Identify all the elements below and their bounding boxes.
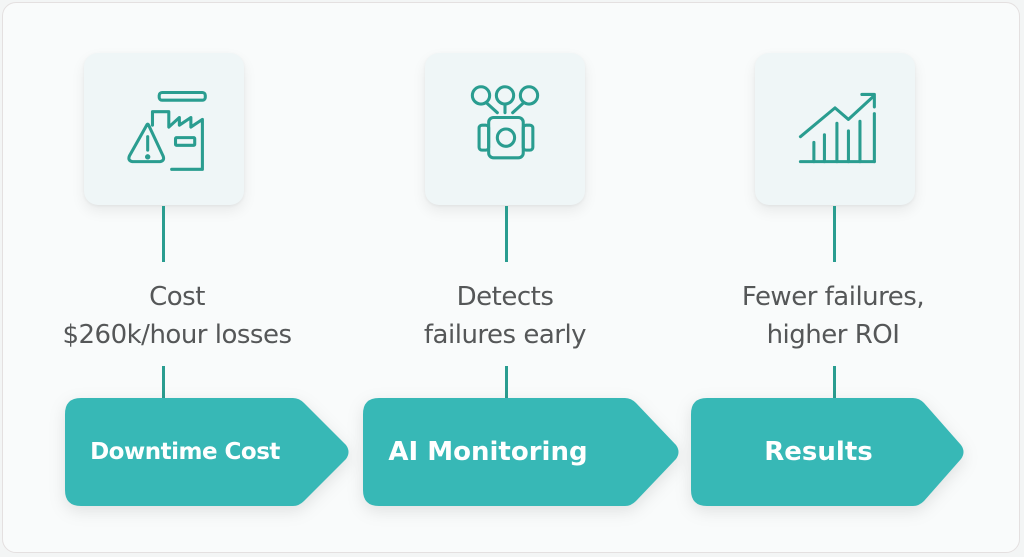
growth-chart-icon	[798, 92, 876, 164]
step-2-connector-bottom	[505, 366, 508, 399]
step-3-arrow-results: Results	[691, 398, 966, 506]
step-2-caption: Detects failures early	[355, 278, 655, 354]
step-3-arrow-label: Results	[764, 437, 873, 467]
step-1-caption-line-2: $260k/hour losses	[62, 320, 292, 350]
step-1-caption-line-1: Cost	[149, 282, 205, 312]
step-3-connector-bottom	[833, 366, 836, 399]
step-1-caption: Cost $260k/hour losses	[27, 278, 327, 354]
step-1-connector-top	[162, 206, 165, 262]
step-1-icon-card	[84, 53, 244, 205]
step-3-icon-card	[755, 53, 915, 205]
factory-warning-icon	[127, 90, 207, 171]
step-3-caption: Fewer failures, higher ROI	[683, 278, 983, 354]
step-2-caption-line-2: failures early	[423, 320, 587, 350]
step-3-connector-top	[833, 206, 836, 262]
step-3-caption-line-2: higher ROI	[766, 320, 900, 350]
step-1-arrow-downtime-cost: Downtime Cost	[65, 398, 351, 506]
step-2-icon-card	[425, 53, 585, 205]
step-3-caption-line-1: Fewer failures,	[741, 282, 925, 312]
robot-sensor-icon	[470, 85, 540, 160]
step-2-arrow-label: AI Monitoring	[388, 437, 588, 467]
step-1-arrow-label: Downtime Cost	[90, 439, 280, 465]
step-2-connector-top	[505, 206, 508, 262]
step-2-arrow-ai-monitoring: AI Monitoring	[363, 398, 681, 506]
step-2-caption-line-1: Detects	[456, 282, 554, 312]
step-1-connector-bottom	[162, 366, 165, 399]
